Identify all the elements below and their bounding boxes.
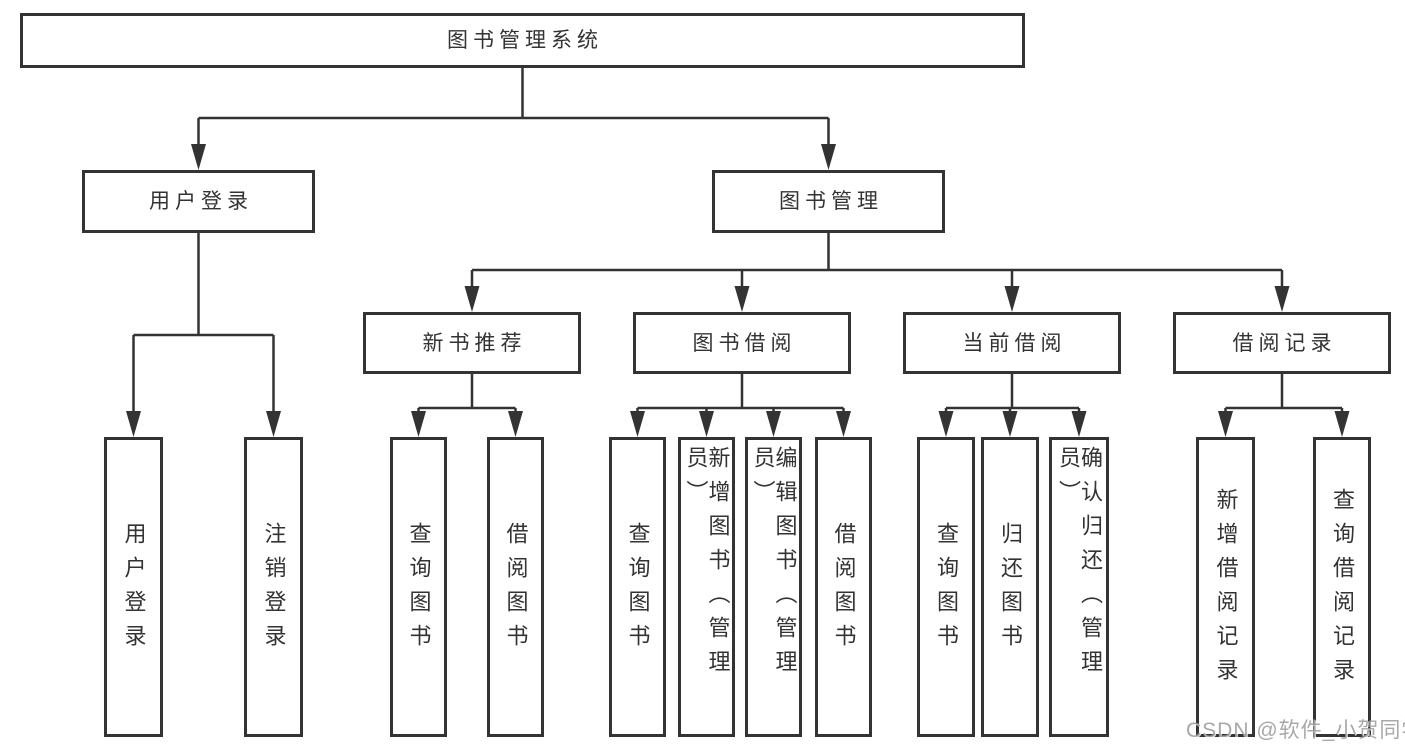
node-label: 新书推荐 <box>422 331 527 355</box>
leaf-recommend-query-books: 查询图书 <box>390 437 447 737</box>
node-label: 借阅图书 <box>503 522 529 658</box>
csdn-watermark: CSDN @软件_小贺同学 <box>1186 719 1405 742</box>
node-current-borrowing: 当前借阅 <box>903 312 1121 374</box>
leaf-user-login: 用户登录 <box>104 437 163 737</box>
node-label: 归还图书 <box>998 522 1023 658</box>
node-label: 查询图书 <box>625 522 651 658</box>
node-label: 图书管理系统 <box>447 29 603 52</box>
leaf-records-add-record: 新增借阅记录 <box>1196 437 1255 737</box>
leaf-borrowing-edit-books-admin: 编辑图书（管理员） <box>745 437 802 737</box>
node-label: 查询借阅记录 <box>1330 488 1355 692</box>
node-label: 当前借阅 <box>962 331 1067 355</box>
node-label: 用户登录 <box>121 522 147 658</box>
node-new-book-recommend: 新书推荐 <box>363 312 581 374</box>
leaf-current-query-books: 查询图书 <box>917 437 975 737</box>
leaf-borrowing-query-books: 查询图书 <box>609 437 666 737</box>
node-label: 查询图书 <box>934 522 959 658</box>
leaf-current-confirm-return-admin: 确认归还（管理员） <box>1049 437 1109 737</box>
node-label: 注销登录 <box>261 522 287 658</box>
node-label: 图书管理 <box>779 190 883 213</box>
node-book-management: 图书管理 <box>712 170 945 233</box>
node-system-root: 图书管理系统 <box>20 13 1025 68</box>
node-label: 图书借阅 <box>692 331 797 355</box>
node-label: 新增借阅记录 <box>1213 488 1239 692</box>
leaf-borrowing-add-books-admin: 新增图书（管理员） <box>678 437 735 737</box>
node-label: 用户登录 <box>149 190 253 213</box>
leaf-current-return-books: 归还图书 <box>981 437 1039 737</box>
node-label: 查询图书 <box>406 522 432 658</box>
node-borrowing-records: 借阅记录 <box>1173 312 1391 374</box>
node-label: 编辑图书（管理员） <box>750 446 798 684</box>
node-book-borrowing: 图书借阅 <box>633 312 851 374</box>
arrowhead-icons <box>126 144 1350 437</box>
node-label: 确认归还（管理员） <box>1056 446 1103 684</box>
node-label: 借阅图书 <box>831 522 857 658</box>
leaf-recommend-borrow-books: 借阅图书 <box>487 437 544 737</box>
node-label: 借阅记录 <box>1232 331 1337 355</box>
node-label: 新增图书（管理员） <box>683 446 731 684</box>
leaf-records-query-record: 查询借阅记录 <box>1313 437 1371 737</box>
node-user-login-branch: 用户登录 <box>82 170 315 233</box>
leaf-borrowing-borrow-books: 借阅图书 <box>815 437 872 737</box>
leaf-logout: 注销登录 <box>244 437 303 737</box>
